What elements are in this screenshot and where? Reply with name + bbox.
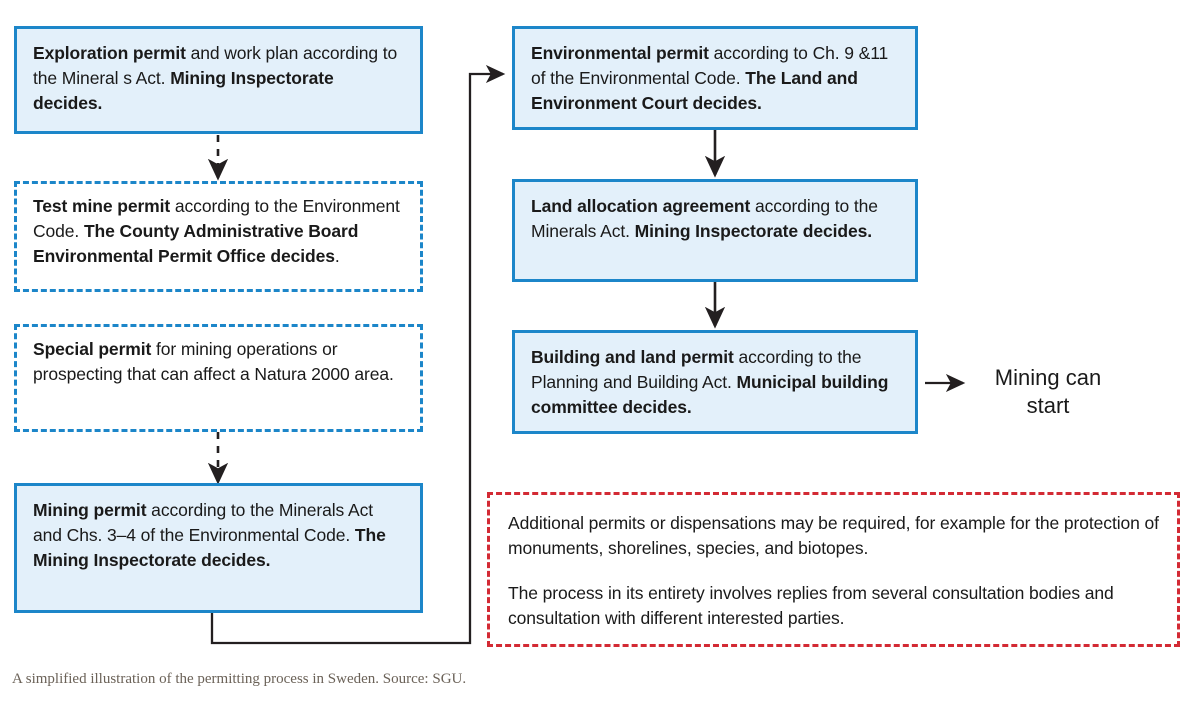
test-mine-permit-lead: Test mine permit [33, 196, 171, 216]
mining-can-start-label: Mining can start [994, 365, 1102, 419]
node-exploration-permit-text: Exploration permit and work plan accordi… [17, 29, 420, 126]
environmental-permit-decider: The Land and Environment Court decides. [531, 67, 858, 113]
mining-permit-decider: The Mining Inspectorate decides. [33, 524, 386, 570]
mining-permit-body: according to the Minerals Act and Chs. 3… [33, 500, 373, 545]
note-additional-permits: Additional permits or dispensations may … [487, 492, 1180, 647]
node-test-mine-permit-text: Test mine permit according to the Enviro… [17, 184, 420, 279]
building-permit-lead: Building and land permit [531, 347, 734, 367]
test-mine-permit-decider: The County Administrative Board Environm… [33, 220, 359, 266]
test-mine-permit-body: according to the Environment Code. [33, 196, 400, 241]
environmental-permit-body: according to Ch. 9 &11 of the Environmen… [531, 43, 889, 88]
node-special-permit[interactable]: Special permit for mining operations or … [14, 324, 423, 432]
node-land-allocation-agreement-text: Land allocation agreement according to t… [515, 182, 915, 254]
special-permit-body: for mining operations or prospecting tha… [33, 339, 394, 384]
node-special-permit-text: Special permit for mining operations or … [17, 327, 420, 397]
note-additional-permits-text: Additional permits or dispensations may … [490, 495, 1177, 644]
land-allocation-lead: Land allocation agreement [531, 196, 751, 216]
node-land-allocation-agreement[interactable]: Land allocation agreement according to t… [512, 179, 918, 282]
node-building-and-land-permit[interactable]: Building and land permit according to th… [512, 330, 918, 434]
note-paragraph-1: Additional permits or dispensations may … [508, 513, 1159, 558]
node-mining-permit[interactable]: Mining permit according to the Minerals … [14, 483, 423, 613]
special-permit-lead: Special permit [33, 339, 152, 359]
building-permit-body: according to the Planning and Building A… [531, 347, 862, 392]
node-exploration-permit[interactable]: Exploration permit and work plan accordi… [14, 26, 423, 134]
node-mining-permit-text: Mining permit according to the Minerals … [17, 486, 420, 583]
land-allocation-body: according to the Minerals Act. [531, 196, 878, 241]
environmental-permit-lead: Environmental permit [531, 43, 709, 63]
note-paragraph-2: The process in its entirety involves rep… [508, 582, 1114, 628]
land-allocation-decider: Mining Inspectorate decides. [634, 220, 873, 241]
test-mine-permit-tail: . [334, 245, 340, 266]
exploration-permit-body: and work plan according to the Mineral s… [33, 43, 398, 88]
node-building-and-land-permit-text: Building and land permit according to th… [515, 333, 915, 430]
mining-permit-lead: Mining permit [33, 500, 147, 520]
exploration-permit-decider: Mining Inspectorate decides. [33, 67, 334, 113]
node-environmental-permit-text: Environmental permit according to Ch. 9 … [515, 29, 915, 126]
node-mining-can-start: Mining can start [978, 364, 1118, 420]
figure-caption: A simplified illustration of the permitt… [12, 671, 467, 687]
node-test-mine-permit[interactable]: Test mine permit according to the Enviro… [14, 181, 423, 292]
node-environmental-permit[interactable]: Environmental permit according to Ch. 9 … [512, 26, 918, 130]
building-permit-decider: Municipal building committee decides. [531, 371, 889, 417]
exploration-permit-lead: Exploration permit [33, 43, 186, 63]
